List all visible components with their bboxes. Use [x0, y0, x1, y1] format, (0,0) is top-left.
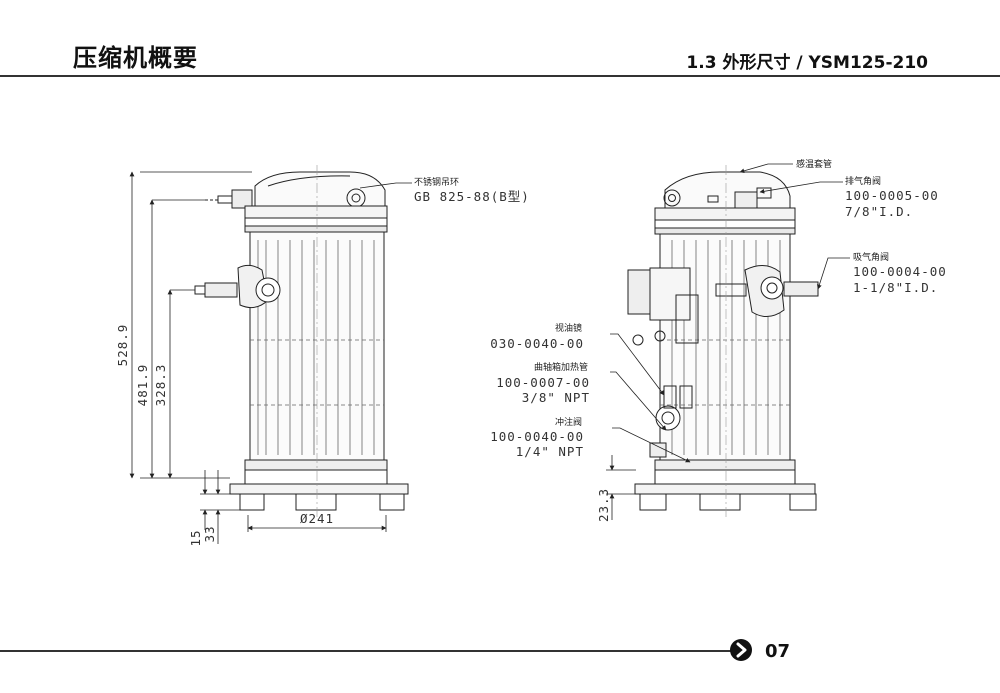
dim-481-9: 481.9: [135, 364, 150, 407]
discharge-valve-label: 排气角阀: [845, 175, 881, 187]
dim-528-9: 528.9: [115, 324, 130, 367]
charge-valve-label: 冲注阀: [555, 416, 582, 428]
discharge-valve-size: 7/8"I.D.: [845, 204, 913, 219]
section-title: 1.3 外形尺寸 / YSM125-210: [686, 53, 928, 73]
page-title: 压缩机概要: [73, 44, 198, 72]
sight-glass-part: 030-0040-00: [490, 336, 584, 351]
dim-15: 15: [188, 529, 203, 546]
footer-divider: [0, 650, 735, 652]
header-divider: [0, 75, 1000, 77]
next-arrow-icon: [730, 639, 752, 661]
charge-valve-part: 100-0040-00: [490, 429, 584, 444]
crankcase-heater-label: 曲轴箱加热管: [534, 361, 588, 373]
sight-glass-label: 视油镜: [555, 322, 582, 334]
dim-328-3: 328.3: [153, 364, 168, 407]
dim-23-3: 23.3: [596, 488, 611, 522]
discharge-valve-part: 100-0005-00: [845, 188, 939, 203]
page-number: 07: [765, 641, 791, 662]
crankcase-heater-size: 3/8" NPT: [522, 390, 590, 405]
lifting-ring-label: 不锈钢吊环: [414, 176, 459, 188]
charge-valve-size: 1/4" NPT: [516, 444, 584, 459]
lifting-ring-spec: GB 825-88(B型): [414, 189, 530, 204]
suction-valve-size: 1-1/8"I.D.: [853, 280, 938, 295]
crankcase-heater-part: 100-0007-00: [496, 375, 590, 390]
left-view: [129, 165, 412, 544]
sensor-sleeve-label: 感温套管: [796, 158, 832, 170]
dim-diameter: Ø241: [300, 511, 334, 526]
right-view: [606, 163, 850, 520]
suction-valve-label: 吸气角阀: [853, 251, 889, 263]
suction-valve-part: 100-0004-00: [853, 264, 947, 279]
dim-33: 33: [202, 525, 217, 542]
